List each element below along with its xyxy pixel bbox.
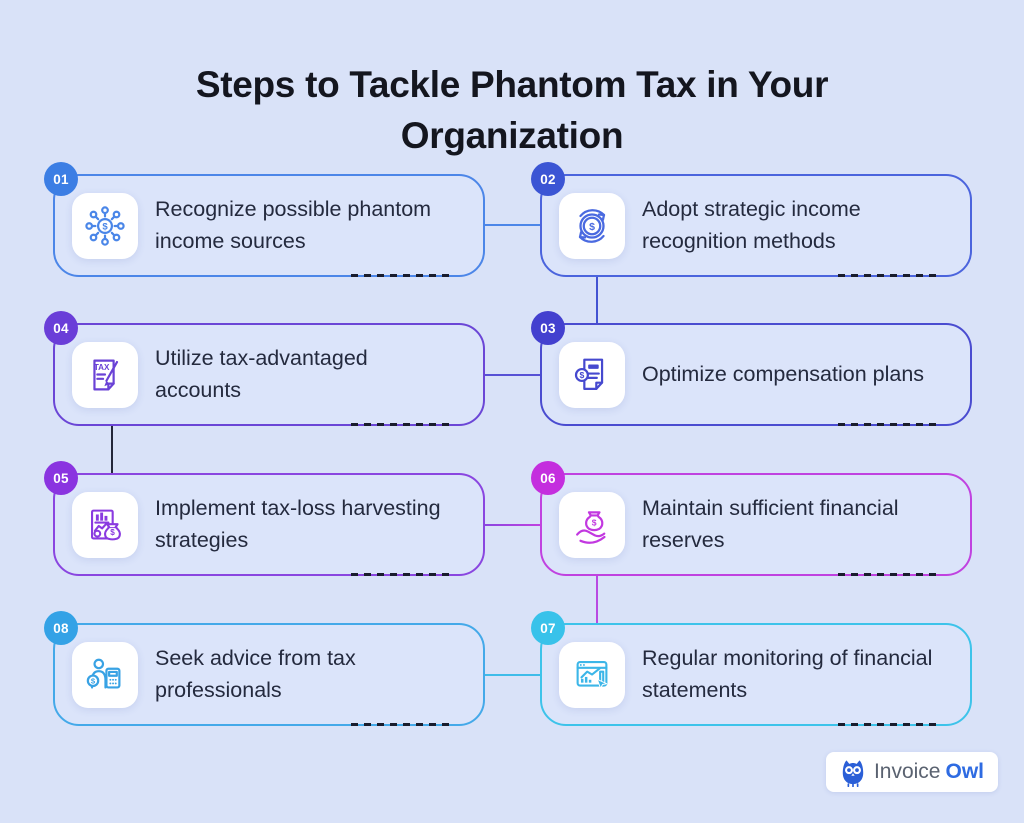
connector-07-08 [484, 674, 540, 676]
step-icon-tile: $ [72, 491, 138, 558]
step-number-badge: 03 [531, 311, 565, 345]
step-icon-tile: $ [72, 192, 138, 259]
step-label: Optimize compensation plans [642, 361, 925, 386]
income-cycle-icon: $ [578, 208, 606, 243]
step-box-04: 04 TAX Utilize tax-advantaged accounts [44, 311, 485, 426]
step-box-02: 02 $ Adopt strategic income recognition … [531, 162, 972, 277]
step-number-badge: 02 [531, 162, 565, 196]
dashed-underline [838, 723, 942, 726]
step-label: Implement tax-loss harvesting strategies [155, 495, 441, 552]
step-label: Utilize tax-advantaged accounts [155, 345, 368, 402]
svg-text:$: $ [580, 370, 585, 380]
step-icon-tile [559, 641, 625, 708]
svg-text:$: $ [91, 676, 96, 685]
page-title: Steps to Tackle Phantom Tax in Your Orga… [195, 63, 829, 156]
connector-06-07 [596, 576, 598, 624]
step-box-06: 06 $ Maintain sufficient financial reser… [531, 461, 972, 576]
step-label: Maintain sufficient financial reserves [642, 495, 899, 552]
invoiceowl-logo: Invoice Owl [825, 752, 998, 792]
connector-02-03 [596, 276, 598, 324]
svg-text:$: $ [589, 220, 595, 232]
step-icon-tile: $ [559, 491, 625, 558]
step-box-08: 08 $ Seek advice from tax professionals [44, 611, 485, 726]
salary-document-icon: $ [574, 358, 604, 390]
step-number-badge: 08 [44, 611, 78, 645]
hand-moneybag-icon: $ [576, 510, 606, 544]
step-icon-tile: $ [72, 641, 138, 708]
money-network-icon: $ [85, 205, 125, 246]
step-box-01: 01 $ Recognize possible phantom income s… [44, 162, 485, 277]
brand-text-owl: Owl [945, 760, 984, 783]
connector-05-06 [484, 524, 540, 526]
step-box-07: 07 Regular monitoring of financial state… [531, 611, 972, 726]
dashed-underline [838, 423, 942, 426]
svg-text:$: $ [592, 517, 597, 527]
connector-01-02 [484, 224, 540, 226]
step-label: Adopt strategic income recognition metho… [642, 196, 861, 253]
connector-04-05 [111, 426, 113, 474]
step-number-badge: 04 [44, 311, 78, 345]
step-box-05: 05 $ Implement tax-loss harvesting strat… [44, 461, 485, 576]
step-icon-tile: TAX [72, 341, 138, 408]
step-number-badge: 01 [44, 162, 78, 196]
dashed-underline [351, 274, 455, 277]
owl-icon [842, 760, 864, 787]
svg-text:$: $ [110, 528, 115, 537]
step-number-badge: 07 [531, 611, 565, 645]
chart-moneybag-icon: $ [91, 509, 121, 540]
step-number-badge: 06 [531, 461, 565, 495]
advisor-calculator-icon: $ [86, 658, 121, 689]
svg-text:$: $ [102, 221, 108, 232]
step-icon-tile: $ [559, 341, 625, 408]
dashed-underline [351, 723, 455, 726]
svg-text:TAX: TAX [94, 363, 110, 372]
step-label: Seek advice from tax professionals [155, 645, 356, 702]
step-label: Regular monitoring of financial statemen… [642, 645, 933, 702]
step-box-03: 03 $ Optimize compensation plans [531, 311, 972, 426]
tax-document-pen-icon: TAX [93, 359, 119, 390]
connector-03-04 [484, 374, 540, 376]
step-label: Recognize possible phantom income source… [155, 196, 432, 253]
step-icon-tile: $ [559, 192, 625, 259]
dashed-underline [351, 573, 455, 576]
dashed-underline [838, 274, 942, 277]
step-number-badge: 05 [44, 461, 78, 495]
monitor-chart-icon [576, 660, 608, 689]
dashed-underline [838, 573, 942, 576]
dashed-underline [351, 423, 455, 426]
brand-text-invoice: Invoice [873, 760, 941, 783]
